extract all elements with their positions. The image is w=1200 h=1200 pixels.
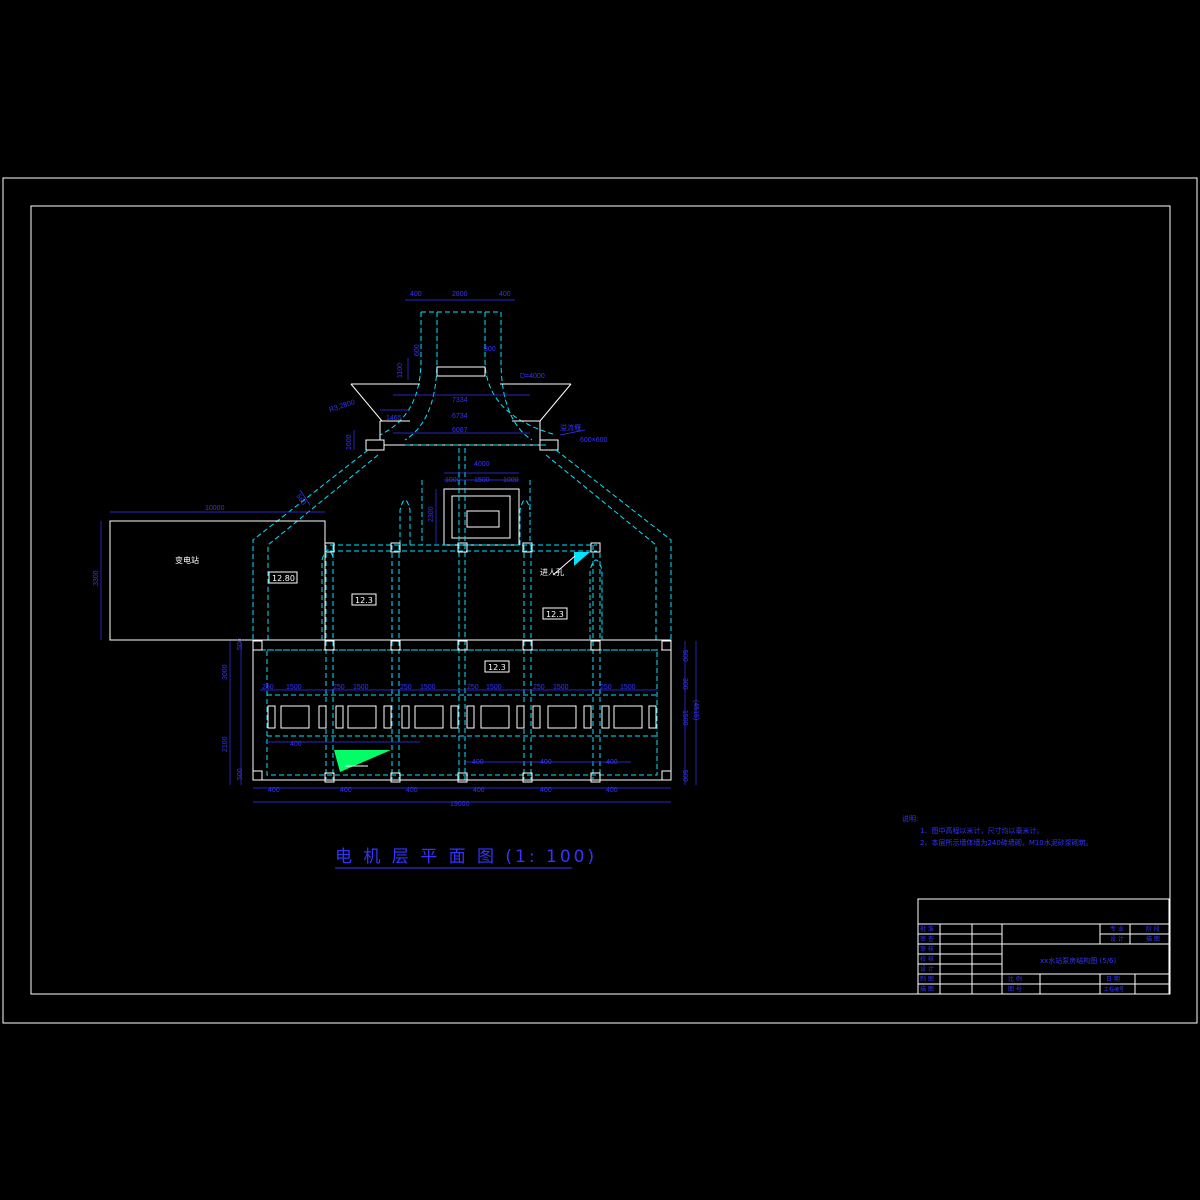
dim-bot-seg: 400 xyxy=(268,787,280,794)
dim-stair-seg: 400 xyxy=(472,759,484,766)
dim-pump-gap: 250 xyxy=(600,684,612,691)
dim-bot-seg: 400 xyxy=(406,787,418,794)
dim-top-mid: 2800 xyxy=(452,291,468,298)
tb-row-1: 批 准 xyxy=(920,925,934,933)
tb-row-2: 审 查 xyxy=(920,935,934,943)
tb-row-4: 校 核 xyxy=(920,955,934,963)
dim-sub-w: 10000 xyxy=(205,505,225,512)
dim-r-label: R3,2800 xyxy=(328,399,355,414)
inner-frame xyxy=(30,205,1171,995)
dim-stair-seg: 400 xyxy=(290,741,302,748)
elevation-main-hall: 12.3 xyxy=(488,663,506,672)
dimension-lines xyxy=(229,299,697,803)
dim-pump-gap: 250 xyxy=(262,684,274,691)
elevation-right-bay: 12.3 xyxy=(546,610,564,619)
dim-pump-gap: 250 xyxy=(400,684,412,691)
elevation-left-bay: 12.3 xyxy=(355,596,373,605)
dim-pit-h: 2300 xyxy=(428,506,435,522)
title-block xyxy=(917,898,1170,995)
dim-pump-w: 1500 xyxy=(553,684,569,691)
dim-right-h4: (4515) xyxy=(692,700,699,720)
dim-pit-b: 1500 xyxy=(474,477,490,484)
dim-bot-total: 19000 xyxy=(450,801,470,808)
dim-bot-seg: 400 xyxy=(540,787,552,794)
elevation-left-room: 12.80 xyxy=(272,574,295,583)
dim-bot-seg: 400 xyxy=(473,787,485,794)
dim-w3: 6734 xyxy=(452,413,468,420)
dim-stair-seg: 400 xyxy=(540,759,552,766)
dim-w1: 1465 xyxy=(386,415,402,422)
tb-date: 日 期 xyxy=(1106,975,1120,983)
dim-wall-t: 560 xyxy=(294,493,306,507)
dim-pump-w: 1500 xyxy=(620,684,636,691)
dim-pit-a: 1000 xyxy=(445,477,461,484)
tb-trace: 描 图 xyxy=(1146,935,1160,943)
dim-pump-gap: 250 xyxy=(467,684,479,691)
dim-right-h5: 500 xyxy=(681,770,688,782)
dim-left-h2: 3000 xyxy=(222,664,229,680)
dim-pump-w: 1500 xyxy=(353,684,369,691)
substation-label: 变电站 xyxy=(175,555,199,565)
dim-top-left: 400 xyxy=(410,291,422,298)
overflow-weir-label: 溢流堰 xyxy=(560,423,581,432)
dim-bot-seg: 400 xyxy=(340,787,352,794)
dim-bot-seg: 400 xyxy=(606,787,618,794)
tb-row-6: 制 图 xyxy=(920,975,934,983)
dim-w2: 7334 xyxy=(452,397,468,404)
central-pit xyxy=(421,448,531,780)
dim-h-left: 1600 xyxy=(346,434,353,450)
tb-stage: 阶 段 xyxy=(1146,925,1160,933)
dim-pump-w: 1500 xyxy=(286,684,302,691)
dim-left-h1: 500 xyxy=(237,638,244,650)
tb-project-title: xx水站泵房结构图 (5/6) xyxy=(1040,956,1117,965)
substation-block xyxy=(100,511,326,641)
intake-structure xyxy=(252,311,672,640)
dim-chimney-h2: 600 xyxy=(414,344,421,356)
note-1: 1、图中高程以米计，尺寸均以毫米计。 xyxy=(920,826,1043,835)
tb-project-no: 工程编号 xyxy=(1104,986,1124,993)
tb-drawing-no: 图 号 xyxy=(1008,986,1022,993)
tb-row-3: 审 核 xyxy=(920,945,934,953)
dim-pump-w: 1500 xyxy=(486,684,502,691)
tb-design: 设 计 xyxy=(1110,935,1124,943)
tb-scale: 比 例 xyxy=(1008,975,1022,983)
dim-left-h4: 500 xyxy=(237,768,244,780)
dim-right-h3: 1500 xyxy=(681,710,688,726)
dim-w4: 6087 xyxy=(452,427,468,434)
dim-pump-gap: 250 xyxy=(533,684,545,691)
tb-row-7: 描 图 xyxy=(920,985,934,993)
manhole-label: 进人孔 xyxy=(540,568,564,577)
stair-fill xyxy=(334,750,391,772)
main-hall xyxy=(252,499,672,783)
dim-right-h2: 300 xyxy=(681,678,688,690)
elev-box-left-bay xyxy=(351,593,377,606)
weir-size-label: 600×600 xyxy=(580,437,608,444)
outer-frame xyxy=(2,177,1198,1024)
dim-right-h1: 500 xyxy=(681,650,688,662)
dim-pump-w: 1500 xyxy=(420,684,436,691)
dim-pit-c: 1000 xyxy=(503,477,519,484)
elev-box-left-room xyxy=(268,571,298,584)
elev-box-right-bay xyxy=(542,607,568,620)
tb-discipline: 专 业 xyxy=(1110,925,1124,933)
dim-sub-h: 3300 xyxy=(93,570,100,586)
note-2: 2、本层所示墙体墙为240砖墙砌，M10水泥砂浆砌筑。 xyxy=(920,838,1093,847)
dim-pit-w: 4000 xyxy=(474,461,490,468)
elev-box-main xyxy=(484,660,510,673)
dim-stair-seg: 400 xyxy=(606,759,618,766)
drawing-title: 电 机 层 平 面 图 (1: 100) xyxy=(335,847,597,867)
dim-left-h3: 2100 xyxy=(222,736,229,752)
dim-pump-gap: 250 xyxy=(333,684,345,691)
dim-d-label: D=4000 xyxy=(520,373,545,380)
notes-heading: 说明: xyxy=(902,814,918,823)
dim-top-right: 400 xyxy=(499,291,511,298)
dim-chimney-r: 300 xyxy=(484,346,496,353)
dim-chimney-h1: 1100 xyxy=(397,363,404,378)
tb-row-5: 设 计 xyxy=(920,965,934,973)
